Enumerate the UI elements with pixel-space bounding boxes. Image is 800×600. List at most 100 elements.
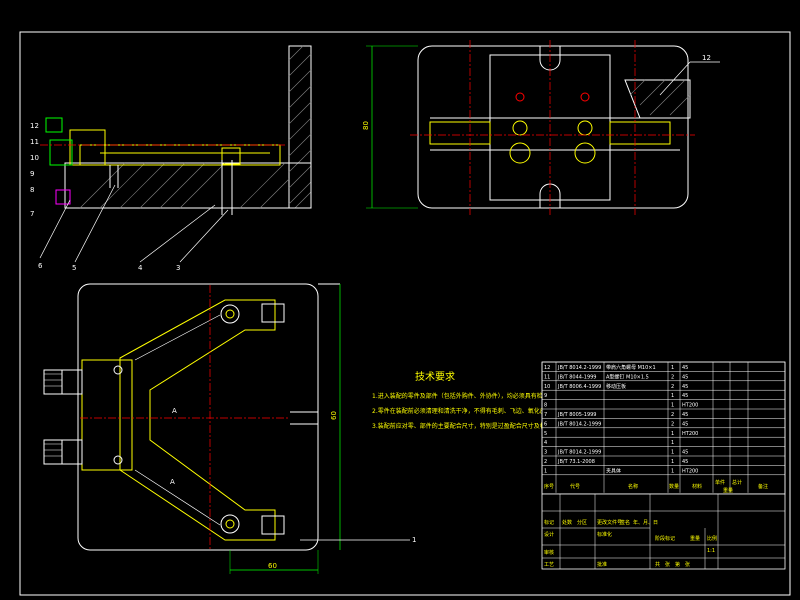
bom-row-material: HT200 <box>682 468 698 474</box>
bom-row-qty: 1 <box>671 450 674 456</box>
bom-row-code: JB/T 8014.2-1999 <box>557 421 601 427</box>
bom-row-no: 12 <box>544 365 550 371</box>
section-label-a1: A <box>172 407 177 415</box>
balloon-1: 1 <box>412 536 416 544</box>
title-block-sheets: 共 张 第 张 <box>655 561 690 568</box>
bom-header-code: 代号 <box>570 483 580 490</box>
bom-row-qty: 2 <box>671 374 674 380</box>
bom-row-qty: 1 <box>671 365 674 371</box>
bom-row-code: JB/T 8014.2-1999 <box>557 365 601 371</box>
bom-row-no: 4 <box>544 440 547 446</box>
title-block-weight: 重量 <box>690 535 700 542</box>
dim-width-plan: 60 <box>268 562 277 570</box>
bom-row-material: 45 <box>682 412 688 418</box>
tech-note-2: 2.零件在装配前必须清理和清洗干净，不得有毛刺、飞边、氧化皮、锈蚀、切屑、油污、… <box>372 407 654 415</box>
balloon-12: 12 <box>30 122 39 130</box>
bom-row-code: JB/T 73.1-2008 <box>557 459 595 465</box>
bom-row-no: 1 <box>544 468 547 474</box>
bom-header-no: 序号 <box>544 483 554 490</box>
balloon-10: 10 <box>30 154 39 162</box>
title-block: 标记 处数 分区 更改文件号 签名 年、月、日 设计 标准化 审核 工艺 批准 … <box>541 493 786 570</box>
title-block-scale: 比例 <box>707 535 717 542</box>
bom-header-total-weight: 总计 <box>732 479 742 486</box>
bom-row-no: 2 <box>544 459 547 465</box>
bom-row-no: 10 <box>544 384 550 390</box>
bom-row-material: 45 <box>682 393 688 399</box>
bom-row-code: JB/T 8044-1999 <box>557 374 597 380</box>
bom-header-name: 名称 <box>628 483 638 490</box>
bom-row-name: A型螺钉 M10×1.5 <box>606 373 649 380</box>
tech-requirements-title: 技术要求 <box>415 370 455 383</box>
bom-row-material: 45 <box>682 421 688 427</box>
bom-row-name: 夹具体 <box>606 467 621 474</box>
balloon-8: 8 <box>30 186 34 194</box>
bom-row-material: 45 <box>682 365 688 371</box>
bom-row-qty: 2 <box>671 412 674 418</box>
tech-note-3: 3.装配前应对零、部件的主要配合尺寸，特别是过盈配合尺寸及相关精度进行复查。 <box>372 422 594 430</box>
tech-note-1: 1.进入装配的零件及部件（包括外购件、外协件），均必须具有检验部门的合格证方能进… <box>372 392 627 400</box>
bom-row-qty: 1 <box>671 431 674 437</box>
title-block-review: 审核 <box>544 549 554 556</box>
bom-row-material: 45 <box>682 459 688 465</box>
top-view: 80 12 <box>362 40 720 215</box>
dim-height-top: 80 <box>362 121 370 130</box>
bom-row-no: 3 <box>544 450 547 456</box>
bom-row-material: HT200 <box>682 403 698 409</box>
dim-height-plan: 60 <box>330 411 338 420</box>
plan-view: A A 60 60 1 <box>43 283 416 574</box>
title-block-zone: 分区 <box>577 519 587 526</box>
balloon-6: 6 <box>38 262 43 270</box>
bom-row-material: 45 <box>682 450 688 456</box>
bom-row-code: JB/T 8014.2-1999 <box>557 450 601 456</box>
bom-header-weight: 重量 <box>723 487 733 494</box>
title-block-process: 工艺 <box>544 562 554 568</box>
balloon-7: 7 <box>30 210 34 218</box>
bom-row-qty: 1 <box>671 440 674 446</box>
title-block-standardize: 标准化 <box>597 531 612 538</box>
balloon-12-top: 12 <box>702 54 711 62</box>
bom-row-no: 8 <box>544 403 547 409</box>
technical-requirements: 技术要求 1.进入装配的零件及部件（包括外购件、外协件），均必须具有检验部门的合… <box>372 370 654 430</box>
bom-header-qty: 数量 <box>669 483 679 490</box>
bom-row-no: 6 <box>544 421 547 427</box>
title-block-mark: 标记 <box>544 519 554 526</box>
bom-row-no: 5 <box>544 431 547 437</box>
balloon-5: 5 <box>72 264 76 272</box>
bom-header-remark: 备注 <box>758 483 768 490</box>
bom-row-qty: 1 <box>671 468 674 474</box>
bom-row-qty: 1 <box>671 403 674 409</box>
title-block-change-doc: 更改文件号 <box>597 519 622 526</box>
bom-row-code: JB/T 8005-1999 <box>557 412 597 418</box>
bom-header-unit-weight: 单件 <box>715 479 725 486</box>
title-block-scale-value: 1:1 <box>707 548 715 554</box>
title-block-approve: 批准 <box>597 561 607 568</box>
title-block-sign: 签名 <box>620 519 630 526</box>
side-section-view: 12 11 10 9 8 7 6 5 4 3 <box>30 45 312 272</box>
bom-row-material: HT200 <box>682 431 698 437</box>
bom-row-no: 9 <box>544 393 547 399</box>
bom-row-qty: 1 <box>671 393 674 399</box>
balloon-11: 11 <box>30 138 39 146</box>
balloon-4: 4 <box>138 264 143 272</box>
bom-row-name: 带肩六角螺母 M10×1 <box>606 364 656 371</box>
bom-row-no: 7 <box>544 412 547 418</box>
balloon-9: 9 <box>30 170 34 178</box>
title-block-stage: 阶段标记 <box>655 535 675 542</box>
bom-row-no: 11 <box>544 374 550 380</box>
balloon-3: 3 <box>176 264 180 272</box>
title-block-count: 处数 <box>562 519 572 526</box>
bom-row-material: 45 <box>682 374 688 380</box>
bom-row-qty: 2 <box>671 384 674 390</box>
bom-row-name: 移动压板 <box>606 383 626 390</box>
bom-row-code: JB/T 8006.4-1999 <box>557 384 601 390</box>
title-block-design: 设计 <box>544 531 554 538</box>
bom-row-material: 45 <box>682 384 688 390</box>
title-block-date: 年、月、日 <box>633 519 658 526</box>
section-label-a2: A <box>170 478 175 486</box>
drawing-frame <box>19 31 791 596</box>
bom-header-material: 材料 <box>692 483 702 490</box>
bom-row-qty: 1 <box>671 459 674 465</box>
bom-row-qty: 2 <box>671 421 674 427</box>
